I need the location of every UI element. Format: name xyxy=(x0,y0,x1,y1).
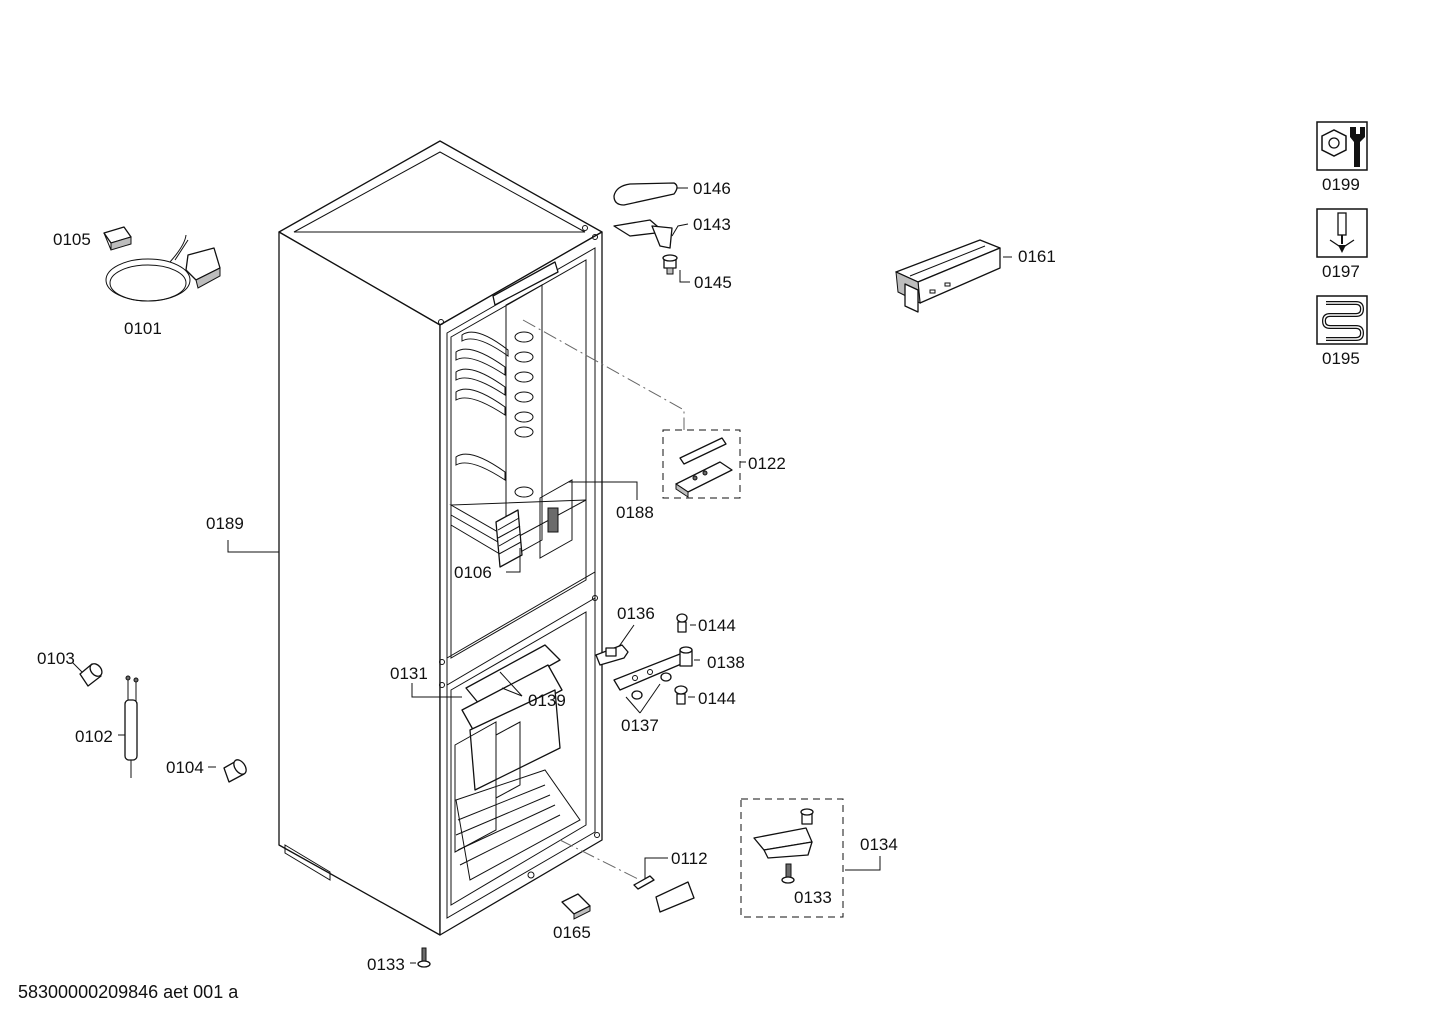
label-0161: 0161 xyxy=(1018,247,1056,266)
label-0103: 0103 xyxy=(37,649,75,668)
label-0136: 0136 xyxy=(617,604,655,623)
label-0133-kit: 0133 xyxy=(794,888,832,907)
label-0104: 0104 xyxy=(166,758,204,777)
screwdriver-icon xyxy=(1329,212,1355,253)
screw-0144-lower[interactable] xyxy=(674,685,688,705)
label-0189: 0189 xyxy=(206,514,244,533)
label-0145: 0145 xyxy=(694,273,732,292)
washers-0137[interactable] xyxy=(631,672,672,700)
label-0134: 0134 xyxy=(860,835,898,854)
label-0188: 0188 xyxy=(616,503,654,522)
power-cord-0101[interactable] xyxy=(105,234,221,302)
fridge-liner-0188[interactable] xyxy=(449,259,587,659)
legend-label-0197: 0197 xyxy=(1322,262,1360,281)
label-0122: 0122 xyxy=(748,454,786,473)
label-0139: 0139 xyxy=(528,691,566,710)
label-0101: 0101 xyxy=(124,319,162,338)
heating-coil-icon xyxy=(1321,301,1365,341)
wrench-nut-icon xyxy=(1321,127,1365,167)
light-module-0122[interactable] xyxy=(662,429,741,499)
label-0165: 0165 xyxy=(553,923,591,942)
bottom-hinge-kit-0134[interactable] xyxy=(740,798,844,918)
label-0102: 0102 xyxy=(75,727,113,746)
legend-label-0195: 0195 xyxy=(1322,349,1360,368)
sleeve-0104[interactable] xyxy=(223,758,249,783)
label-0137: 0137 xyxy=(621,716,659,735)
cabinet-0189[interactable] xyxy=(278,140,603,936)
cover-0112[interactable] xyxy=(633,875,695,913)
middle-hinge-0138[interactable] xyxy=(613,646,693,691)
label-0144-lower: 0144 xyxy=(698,689,736,708)
cable-clip-0105[interactable] xyxy=(103,226,132,251)
freezer-liner xyxy=(450,611,587,906)
screw-0144-upper[interactable] xyxy=(676,613,688,633)
compartment-divider xyxy=(446,571,596,686)
label-0105: 0105 xyxy=(53,230,91,249)
label-0133-bottom: 0133 xyxy=(367,955,405,974)
foot-0165[interactable] xyxy=(561,893,591,920)
label-0131: 0131 xyxy=(390,664,428,683)
drawing-code: 58300000209846 aet 001 a xyxy=(18,982,239,1002)
label-0138: 0138 xyxy=(707,653,745,672)
hinge-pin-0145[interactable] xyxy=(662,254,678,275)
label-0143: 0143 xyxy=(693,215,731,234)
temperature-sensor-0102[interactable] xyxy=(124,675,139,778)
sleeve-0103[interactable] xyxy=(79,661,104,687)
part-labels: 0105 0101 0189 0103 0102 0104 0133 0106 … xyxy=(37,179,1056,974)
hinge-bracket-0143[interactable] xyxy=(613,219,673,249)
legend-item-0197[interactable]: 0197 xyxy=(1316,208,1368,281)
legend-item-0199[interactable]: 0199 xyxy=(1316,121,1368,194)
vent-grille-0106[interactable] xyxy=(495,509,523,568)
label-0146: 0146 xyxy=(693,179,731,198)
legend-item-0195[interactable]: 0195 xyxy=(1316,295,1368,368)
screw-0133-bottom[interactable] xyxy=(417,947,431,968)
leader-lines xyxy=(72,187,1012,964)
hinge-bushing-0136[interactable] xyxy=(595,644,629,666)
label-0106: 0106 xyxy=(454,563,492,582)
label-0144-upper: 0144 xyxy=(698,616,736,635)
legend-label-0199: 0199 xyxy=(1322,175,1360,194)
label-0112: 0112 xyxy=(671,849,708,868)
control-module-0161[interactable] xyxy=(895,239,1001,313)
hinge-cover-0146[interactable] xyxy=(613,182,678,206)
